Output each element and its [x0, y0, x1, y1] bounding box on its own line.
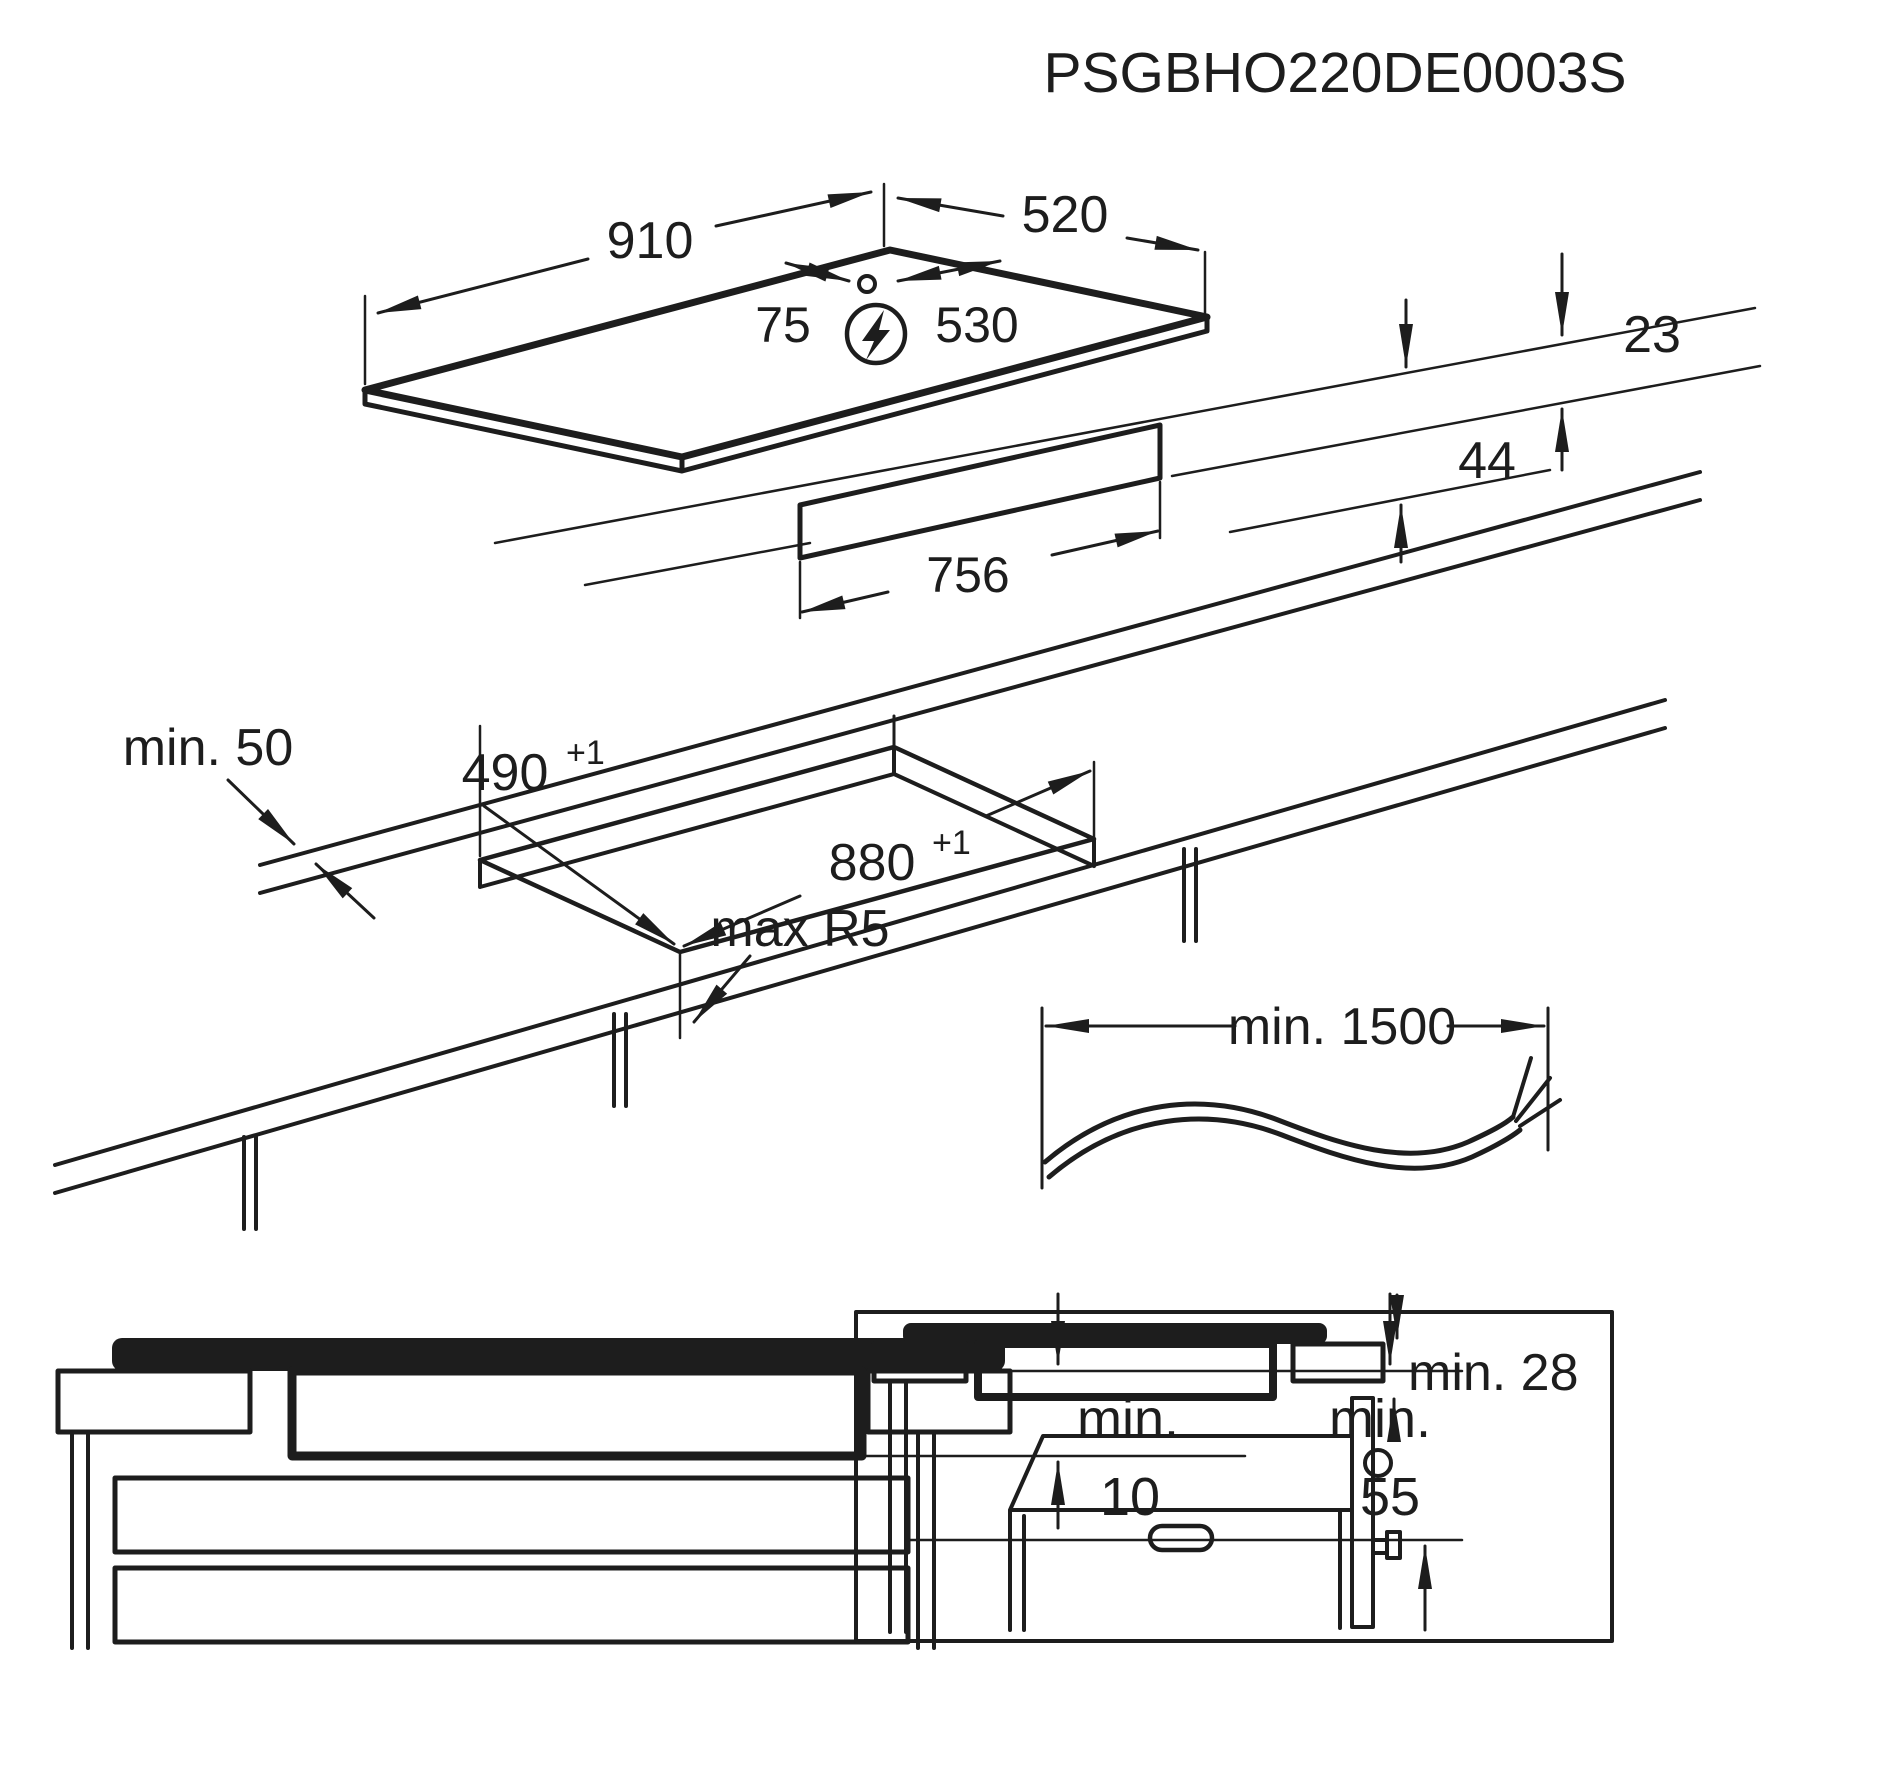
- box-bottom-ref-line: [1228, 468, 1552, 534]
- cable-wave-top: [1042, 1101, 1516, 1165]
- oven-section-view: min. 28: [854, 1293, 1614, 1643]
- min-1500-label: min. 1500: [1228, 998, 1456, 1056]
- dim-520-label: 520: [1022, 186, 1109, 244]
- dim-880-label: 880: [829, 834, 916, 892]
- fig2-oven-side-panel: [1350, 1396, 1375, 1629]
- dim-line-520-b: [1125, 235, 1200, 252]
- cable-wave-bottom: [1046, 1116, 1523, 1180]
- worktop-ref-line-bottom: [583, 364, 1762, 587]
- dim-23-label: 23: [1623, 306, 1681, 364]
- hob-isometric-view: 910 520 75 530 23 44 756: [361, 182, 1762, 620]
- worktop-ref-line-top: [493, 306, 1757, 545]
- dim-880-tolerance: +1: [932, 824, 971, 862]
- worktop-back-edge-inner: [258, 498, 1702, 895]
- dim-530-label: 530: [935, 297, 1018, 353]
- fig2-cabinet-side-left: [888, 1379, 908, 1634]
- dim-line-520-a: [896, 196, 1005, 218]
- dim-line-490: [482, 804, 676, 946]
- fig1-min-label-2: min.: [1329, 1389, 1431, 1449]
- dim-44-label: 44: [1458, 432, 1516, 490]
- min-50-arrow-b: [314, 862, 376, 920]
- hob-glass-top: [361, 246, 1211, 461]
- fig1-glass-bar: [112, 1338, 1005, 1371]
- min-50-label: min. 50: [123, 719, 294, 777]
- fig1-drawer-bottom: [112, 1565, 911, 1645]
- dim-line-756-a: [800, 590, 890, 614]
- fig2-glass-bar: [903, 1323, 1327, 1344]
- dim-756-label: 756: [926, 547, 1009, 603]
- fig2-worktop-left: [871, 1341, 969, 1384]
- dim-490-tolerance: +1: [566, 734, 605, 772]
- fig2-oven-outline: [1008, 1434, 1354, 1632]
- dim-line-880-b: [984, 769, 1092, 818]
- hob-under-box: [797, 422, 1163, 561]
- worktop-leg-left: [242, 1135, 258, 1231]
- dim-line-756-b: [1050, 529, 1160, 557]
- worktop-front-edge-outer: [53, 698, 1667, 1167]
- corner-radius-arrow: [692, 954, 752, 1024]
- dim-line-910-a: [376, 257, 590, 315]
- product-code: PSGBHO220DE0003S: [1044, 41, 1627, 105]
- power-cable-view: min. 1500: [1040, 998, 1562, 1190]
- dim-55-label: 55: [1360, 1467, 1420, 1527]
- fig2-border-box: [854, 1310, 1614, 1643]
- max-r5-label: max R5: [710, 900, 889, 958]
- fig2-oven-knob: [1363, 1448, 1393, 1478]
- worktop-front-edge-inner: [53, 726, 1667, 1195]
- dim-75-label: 75: [755, 297, 811, 353]
- worktop-leg-right: [1182, 847, 1198, 943]
- worktop-leg-middle: [612, 1012, 628, 1108]
- min-28-label: min. 28: [1408, 1344, 1579, 1402]
- dim-line-880-a: [682, 894, 802, 948]
- fig1-worktop-left: [55, 1368, 253, 1435]
- worktop-cutout-view: 490 +1 880 +1 max R5 min. 50: [53, 470, 1702, 1231]
- dim-line-910-b: [714, 190, 873, 228]
- cable-stripped-wires: [1511, 1056, 1562, 1128]
- worktop-back-edge-outer: [258, 470, 1702, 867]
- dim-910-label: 910: [607, 212, 694, 270]
- fig1-hob-body: [287, 1366, 867, 1461]
- lightning-bolt-icon: [844, 302, 908, 366]
- fig1-worktop-right: [865, 1368, 1013, 1435]
- dim-line-530: [896, 259, 1002, 283]
- fig2-oven-handle-slot: [1147, 1523, 1215, 1553]
- cutout-wall-depth: [478, 745, 1096, 889]
- min-50-arrow-a: [226, 778, 296, 846]
- cable-entry-dot: [857, 274, 877, 294]
- fig2-worktop-right: [1290, 1341, 1386, 1384]
- fig2-hob-body: [974, 1340, 1277, 1401]
- fig2-oven-latch: [1371, 1530, 1402, 1560]
- fig1-drawer-top: [112, 1475, 911, 1555]
- hob-glass-thickness: [362, 314, 1210, 474]
- dim-490-label: 490: [462, 744, 549, 802]
- dim-10-label: 10: [1100, 1467, 1160, 1527]
- fig1-cabinet-side-left: [70, 1430, 90, 1650]
- dim-line-75: [784, 261, 851, 283]
